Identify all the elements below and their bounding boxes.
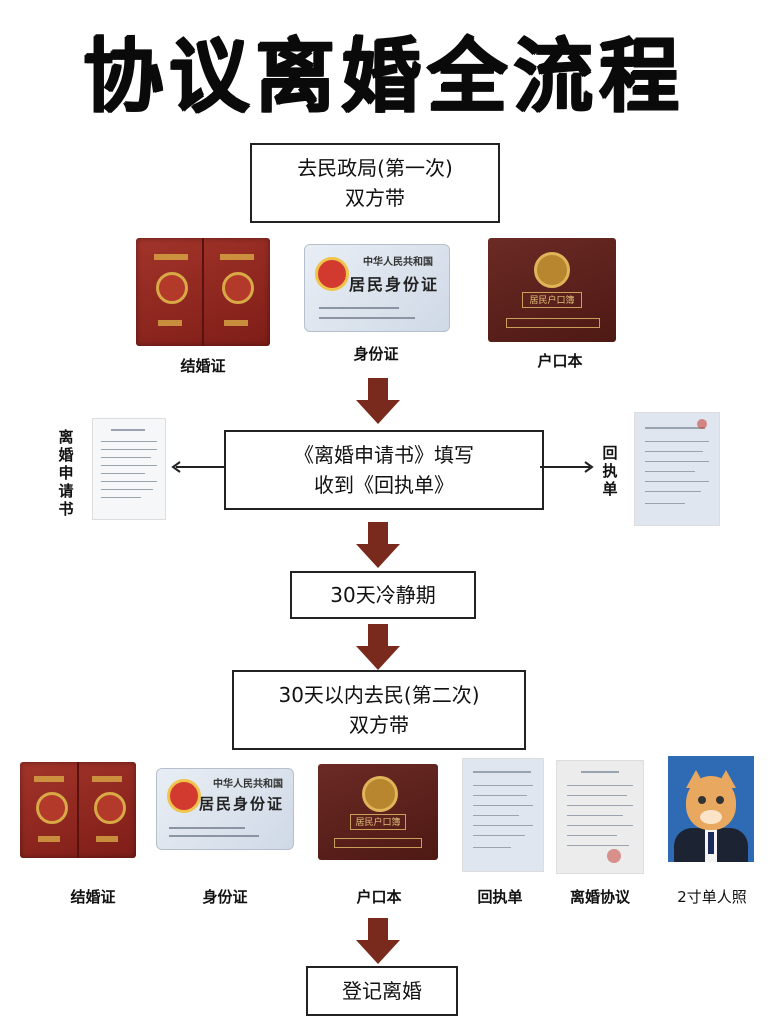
portrait-photo-icon (668, 756, 754, 862)
step-1-box: 去民政局(第一次) 双方带 (250, 143, 500, 223)
household-register-icon: 居民户口簿 (488, 238, 616, 342)
row2-label-agreement: 离婚协议 (569, 888, 630, 906)
id-card-country-text: 中华人民共和国 (213, 779, 283, 790)
row2-label-receipt: 回执单 (477, 888, 523, 906)
side-label-application: 离婚申请书 (58, 428, 74, 518)
row1-label-marriage: 结婚证 (180, 357, 226, 375)
row2-label-hukou: 户口本 (356, 888, 402, 906)
id-card-icon: 中华人民共和国 居民身份证 (304, 244, 450, 332)
page-title: 协议离婚全流程 (83, 30, 685, 123)
right-arrow-icon (540, 461, 594, 473)
row2-label-id: 身份证 (202, 888, 248, 906)
down-arrow-icon (356, 522, 400, 568)
down-arrow-icon (356, 624, 400, 670)
side-label-receipt: 回执单 (602, 444, 618, 498)
row1-label-hukou: 户口本 (537, 352, 583, 370)
row2-label-photo: 2寸单人照 (677, 888, 747, 906)
divorce-agreement-icon (556, 760, 644, 874)
row1-label-id: 身份证 (353, 345, 399, 363)
step-2-line-1: 《离婚申请书》填写 (294, 443, 474, 467)
household-register-icon: 居民户口簿 (318, 764, 438, 860)
row2-label-marriage: 结婚证 (70, 888, 116, 906)
step-1-line-2: 双方带 (345, 186, 405, 210)
step-4-box: 30天以内去民(第二次) 双方带 (232, 670, 526, 750)
step-4-line-1: 30天以内去民(第二次) (278, 683, 480, 707)
step-4-line-2: 双方带 (349, 713, 409, 737)
id-card-country-text: 中华人民共和国 (363, 257, 433, 268)
hukou-name-text: 居民户口簿 (350, 814, 406, 830)
step-3-box: 30天冷静期 (290, 571, 476, 619)
application-form-icon (92, 418, 166, 520)
step-3-line-1: 30天冷静期 (330, 583, 436, 607)
hukou-name-text: 居民户口簿 (522, 292, 582, 308)
id-card-name-text: 居民身份证 (199, 795, 285, 813)
receipt-form-icon (462, 758, 544, 872)
id-card-icon: 中华人民共和国 居民身份证 (156, 768, 294, 850)
marriage-certificate-icon (20, 762, 136, 858)
left-arrow-icon (171, 461, 224, 473)
down-arrow-icon (356, 918, 400, 964)
step-5-box: 登记离婚 (306, 966, 458, 1016)
step-2-box: 《离婚申请书》填写 收到《回执单》 (224, 430, 544, 510)
receipt-form-icon (634, 412, 720, 526)
step-5-line-1: 登记离婚 (342, 979, 422, 1003)
marriage-certificate-icon (136, 238, 270, 346)
step-2-line-2: 收到《回执单》 (314, 473, 454, 497)
step-1-line-1: 去民政局(第一次) (297, 156, 453, 180)
id-card-name-text: 居民身份证 (349, 275, 440, 294)
down-arrow-icon (356, 378, 400, 424)
